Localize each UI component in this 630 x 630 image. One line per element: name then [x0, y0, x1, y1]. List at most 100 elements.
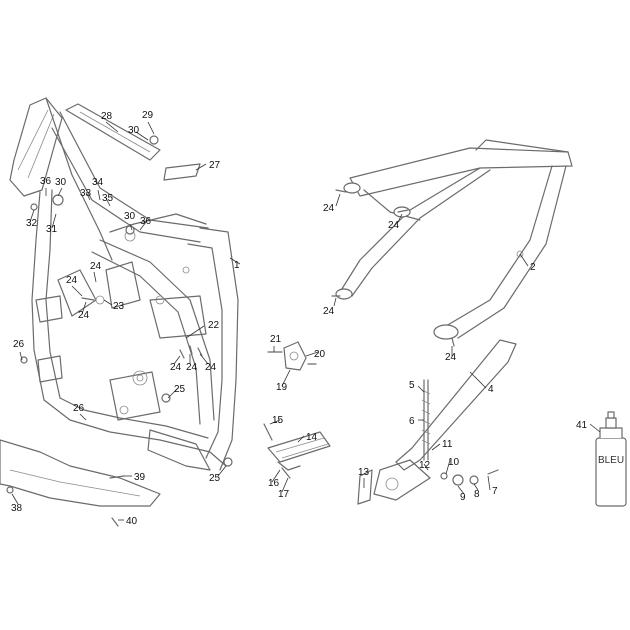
leader-line	[173, 355, 181, 365]
side-stand	[357, 339, 517, 505]
leader-line	[199, 353, 209, 365]
callout-label: 24	[323, 203, 335, 214]
callout-label: 25	[174, 384, 186, 395]
leader-line	[81, 301, 87, 315]
callout-label: 30	[128, 125, 140, 136]
callout-label: 9	[460, 492, 466, 503]
paint-can-label: BLEU	[598, 455, 624, 466]
callout-label: 34	[92, 177, 104, 188]
leader-line	[97, 189, 101, 201]
callout-label: 40	[126, 516, 138, 527]
callout-label: 24	[323, 306, 335, 317]
callout-label: 30	[55, 177, 67, 188]
leader-line	[305, 351, 319, 357]
leader-line	[29, 209, 35, 223]
main-frame	[9, 97, 239, 471]
rear-subframe	[335, 139, 573, 340]
leader-line	[11, 493, 19, 505]
callout-label: 1	[234, 260, 240, 271]
callout-labels: 1 2 4 5 6 7 8 9 10 11 12 13 14 15 16 17 …	[11, 110, 588, 527]
callout-label: 6	[409, 416, 415, 427]
leader-line	[457, 485, 465, 495]
callout-label: 19	[276, 382, 288, 393]
callout-label: 7	[492, 486, 498, 497]
callout-label: 16	[268, 478, 280, 489]
leader-line	[423, 463, 429, 471]
callout-label: 35	[102, 193, 114, 204]
callout-label: 39	[134, 472, 146, 483]
callout-label: 24	[66, 275, 78, 286]
leader-line	[417, 385, 425, 393]
skid-plate	[0, 439, 161, 507]
leader-line	[271, 469, 281, 483]
callout-label: 21	[270, 334, 282, 345]
leader-line	[57, 187, 63, 197]
leader-lines	[11, 121, 601, 521]
callout-label: 24	[186, 362, 198, 373]
leader-line	[79, 413, 87, 421]
leader-line	[135, 131, 149, 141]
callout-label: 8	[474, 489, 480, 500]
callout-label: 29	[142, 110, 154, 121]
leader-line	[71, 285, 83, 297]
leader-line	[51, 213, 57, 229]
callout-label: 24	[78, 310, 90, 321]
callout-label: 20	[314, 349, 326, 360]
leader-line	[139, 221, 147, 231]
leader-line	[519, 253, 529, 267]
leader-line	[167, 387, 179, 399]
leader-line	[103, 299, 113, 306]
callout-label: 24	[205, 362, 217, 373]
bracket-28	[65, 103, 161, 161]
leader-line	[469, 371, 487, 389]
callout-label: 24	[170, 362, 182, 373]
mount-19-20	[283, 341, 307, 371]
leader-line	[473, 483, 479, 491]
leader-line	[19, 351, 23, 361]
leader-line	[281, 369, 291, 387]
callout-label: 24	[388, 220, 400, 231]
callout-label: 38	[11, 503, 23, 514]
callout-label: 23	[113, 301, 125, 312]
callout-label: 17	[278, 489, 290, 500]
callout-label: 13	[358, 467, 370, 478]
callout-label: 14	[306, 432, 318, 443]
leader-line	[85, 191, 91, 201]
callout-label: 12	[419, 460, 431, 471]
leader-line	[335, 193, 341, 207]
callout-label: 2	[530, 262, 536, 273]
callout-label: 26	[73, 403, 85, 414]
callout-label: 24	[90, 261, 102, 272]
callout-label: 36	[140, 216, 152, 227]
hardware	[6, 135, 499, 527]
callout-label: 30	[124, 211, 136, 222]
leader-line	[105, 197, 111, 207]
callout-label: 26	[13, 339, 25, 350]
callout-label: 15	[272, 415, 284, 426]
callout-label: 24	[445, 352, 457, 363]
leader-line	[147, 121, 155, 135]
leader-line	[269, 419, 281, 425]
paint-can: BLEU	[595, 411, 627, 507]
callout-label: 31	[46, 224, 58, 235]
leader-line	[195, 163, 207, 171]
callout-label: 27	[209, 160, 221, 171]
leader-line	[129, 223, 133, 231]
leader-line	[589, 423, 601, 433]
leader-line	[229, 257, 241, 265]
callout-label: 25	[209, 473, 221, 484]
callout-label: 4	[488, 384, 494, 395]
leader-line	[333, 297, 337, 307]
leader-line	[487, 475, 491, 491]
callout-label: 22	[208, 320, 220, 331]
leader-line	[431, 443, 441, 451]
leader-line	[281, 477, 289, 493]
footpeg	[267, 431, 331, 471]
callout-label: 10	[448, 457, 460, 468]
leader-line	[297, 435, 305, 443]
callout-label: 5	[409, 380, 415, 391]
leader-line	[217, 465, 227, 477]
callout-label: 41	[576, 420, 588, 431]
